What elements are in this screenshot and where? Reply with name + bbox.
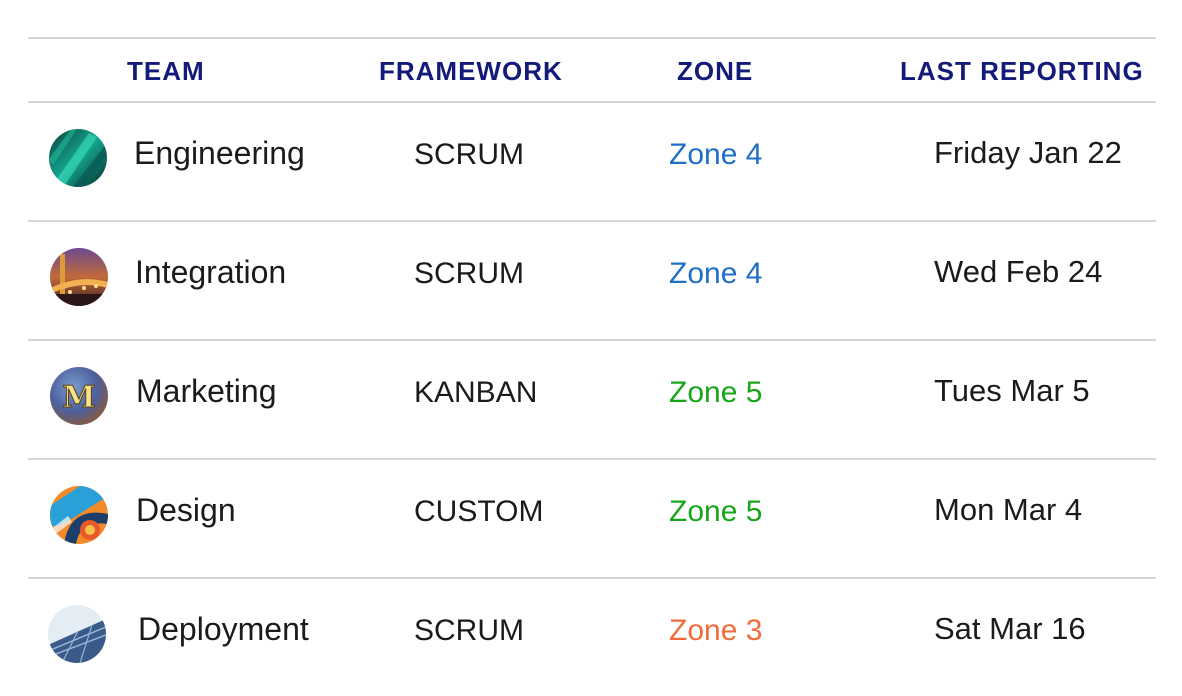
last-reporting-value: Wed Feb 24	[934, 254, 1103, 289]
abstract-teal-avatar-icon	[49, 129, 107, 187]
last-reporting-value: Tues Mar 5	[934, 373, 1090, 408]
table-row[interactable]: M Marketing KANBAN Zone 5 Tues Mar 5	[28, 341, 1156, 460]
column-header-last-reporting[interactable]: LAST REPORTING	[900, 56, 1144, 86]
framework-value: CUSTOM	[414, 495, 544, 528]
zone-value: Zone 5	[669, 495, 763, 528]
framework-value: KANBAN	[414, 376, 538, 409]
column-header-team[interactable]: TEAM	[127, 56, 205, 86]
framework-value: SCRUM	[414, 257, 524, 290]
column-header-zone[interactable]: ZONE	[677, 56, 754, 86]
last-reporting-value: Mon Mar 4	[934, 492, 1083, 527]
bridge-avatar-icon	[50, 248, 108, 306]
zone-value: Zone 4	[669, 138, 763, 171]
last-reporting-value: Sat Mar 16	[934, 611, 1086, 646]
teams-table: TEAM FRAMEWORK ZONE LAST REPORTING	[28, 37, 1156, 696]
team-name: Deployment	[138, 611, 309, 647]
avatar-letter: M	[62, 380, 95, 415]
team-name: Integration	[135, 254, 287, 290]
table-header: TEAM FRAMEWORK ZONE LAST REPORTING	[28, 37, 1156, 103]
zone-value: Zone 4	[669, 257, 763, 290]
table-row[interactable]: Design CUSTOM Zone 5 Mon Mar 4	[28, 460, 1156, 579]
team-name: Engineering	[134, 135, 305, 171]
framework-value: SCRUM	[414, 138, 524, 171]
letter-m-avatar-icon: M	[50, 367, 108, 425]
framework-value: SCRUM	[414, 614, 524, 647]
team-name: Marketing	[136, 373, 277, 409]
table-row[interactable]: Engineering SCRUM Zone 4 Friday Jan 22	[28, 103, 1156, 222]
table-row[interactable]: Deployment SCRUM Zone 3 Sat Mar 16	[28, 579, 1156, 696]
zone-value: Zone 5	[669, 376, 763, 409]
team-name: Design	[136, 492, 236, 528]
table-row[interactable]: Integration SCRUM Zone 4 Wed Feb 24	[28, 222, 1156, 341]
column-header-framework[interactable]: FRAMEWORK	[379, 56, 563, 86]
colorful-abstract-avatar-icon	[50, 486, 108, 544]
last-reporting-value: Friday Jan 22	[934, 135, 1122, 170]
solar-panel-avatar-icon	[48, 605, 106, 663]
zone-value: Zone 3	[669, 614, 763, 647]
